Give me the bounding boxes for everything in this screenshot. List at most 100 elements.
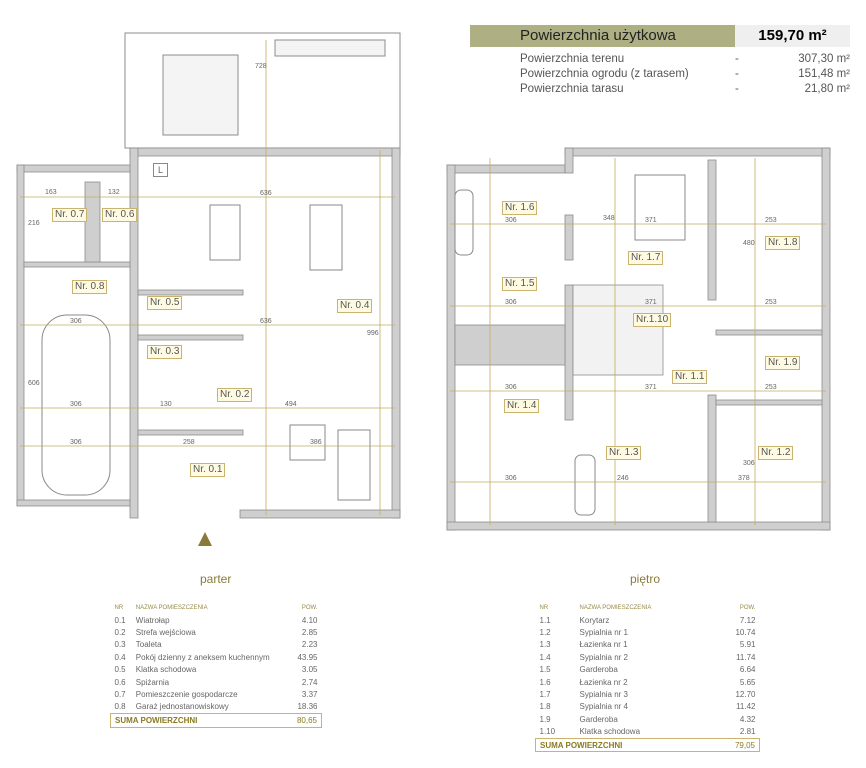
- upper-floor-title: piętro: [630, 572, 661, 586]
- room-number: 0.2: [114, 628, 126, 638]
- dimension-text: 253: [765, 217, 777, 224]
- room-name: Łazienka nr 2: [579, 677, 628, 687]
- summary-dash: -: [735, 68, 739, 80]
- header-area: POW.: [301, 605, 318, 611]
- dimension-text: 306: [70, 401, 82, 408]
- header-name: NAZWA POMIESZCZENIA: [135, 605, 208, 611]
- upper-floor-walls: [446, 147, 831, 531]
- room-label: Nr. 1.5: [502, 277, 538, 291]
- sum-value: 80,65: [289, 713, 322, 728]
- room-area: 3.37: [301, 690, 318, 700]
- usable-area-value: 159,70 m²: [735, 25, 850, 47]
- room-area: 5.65: [739, 677, 756, 687]
- summary-dash: -: [735, 53, 739, 65]
- table-row: 1.4 Sypialnia nr 2 11.74: [536, 651, 760, 663]
- header-area: POW.: [739, 605, 756, 611]
- dimension-text: 494: [285, 401, 297, 408]
- wardrobe-marker: L: [153, 163, 169, 177]
- coffee-table: [289, 424, 326, 461]
- room-area: 2.23: [301, 640, 318, 650]
- dimension-text: 606: [28, 380, 40, 387]
- dimension-text: 216: [28, 220, 40, 227]
- room-label: Nr. 0.3: [147, 345, 183, 359]
- dimension-text: 306: [505, 217, 517, 224]
- room-name: Klatka schodowa: [579, 727, 641, 737]
- dimension-text: 306: [505, 384, 517, 391]
- entrance-arrow-icon: [198, 532, 212, 546]
- dimension-text: 371: [645, 384, 657, 391]
- room-area: 2.85: [301, 628, 318, 638]
- room-number: 1.2: [539, 628, 551, 638]
- room-label: Nr.1.10: [633, 313, 672, 327]
- table-row: 1.6 Łazienka nr 2 5.65: [536, 676, 760, 688]
- room-area: 4.32: [739, 714, 756, 724]
- room-area: 4.10: [301, 615, 318, 625]
- summary-value: 151,48 m²: [798, 68, 850, 80]
- dimension-text: 371: [645, 217, 657, 224]
- room-name: Garaż jednostanowiskowy: [135, 702, 229, 712]
- summary-label: Powierzchnia ogrodu (z tarasem): [520, 68, 689, 80]
- ground-floor-title: parter: [200, 572, 232, 586]
- planter: [274, 39, 386, 57]
- room-area: 43.95: [297, 652, 318, 662]
- room-area: 10.74: [735, 628, 756, 638]
- room-number: 0.1: [114, 615, 126, 625]
- dimension-text: 246: [617, 475, 629, 482]
- room-number: 1.9: [539, 714, 551, 724]
- room-area: 11.74: [736, 652, 756, 662]
- room-label: Nr. 1.1: [672, 370, 708, 384]
- summary-dash: -: [735, 83, 739, 95]
- room-label: Nr. 0.7: [52, 208, 88, 222]
- dimension-text: 132: [108, 189, 120, 196]
- room-name: Sypialnia nr 4: [579, 702, 629, 712]
- summary-label: Powierzchnia tarasu: [520, 83, 624, 95]
- room-number: 1.5: [539, 665, 551, 675]
- dimension-text: 386: [310, 439, 322, 446]
- header-nr: NR: [114, 605, 124, 611]
- dimension-text: 371: [645, 299, 657, 306]
- room-name: Sypialnia nr 2: [579, 652, 629, 662]
- room-name: Toaleta: [135, 640, 162, 650]
- room-label: Nr. 1.9: [765, 356, 801, 370]
- sum-label: SUMA POWIERZCHNI: [535, 737, 712, 753]
- room-number: 1.4: [539, 652, 551, 662]
- dimension-lines: [20, 40, 826, 525]
- sum-value: 79,05: [711, 737, 761, 753]
- summary-row: Powierzchnia ogrodu (z tarasem) - 151,48 m…: [520, 68, 850, 83]
- room-label: Nr. 0.2: [217, 388, 253, 402]
- dimension-text: 996: [367, 330, 379, 337]
- dimension-text: 306: [70, 439, 82, 446]
- room-number: 1.10: [539, 727, 556, 737]
- room-number: 1.6: [539, 677, 551, 687]
- room-name: Korytarz: [579, 615, 610, 625]
- room-name: Wiatrołap: [135, 615, 170, 625]
- room-label: Nr. 0.1: [190, 463, 226, 477]
- dimension-text: 130: [160, 401, 172, 408]
- room-name: Łazienka nr 1: [579, 640, 628, 650]
- terrace-table: [162, 54, 239, 136]
- dimension-text: 480: [743, 240, 755, 247]
- dimension-text: 253: [765, 384, 777, 391]
- dimension-text: 306: [505, 299, 517, 306]
- bathtub-icon: [574, 454, 596, 516]
- room-number: 1.7: [539, 690, 551, 700]
- table-row: 0.1 Wiatrołap 4.10: [111, 614, 322, 626]
- room-number: 1.1: [539, 615, 551, 625]
- sum-label: SUMA POWIERZCHNI: [109, 713, 290, 728]
- kitchen-island: [209, 204, 241, 261]
- room-area: 7.12: [739, 615, 756, 625]
- room-name: Pomieszczenie gospodarcze: [135, 690, 238, 700]
- room-label: Nr. 1.2: [758, 446, 794, 460]
- dimension-text: 163: [45, 189, 57, 196]
